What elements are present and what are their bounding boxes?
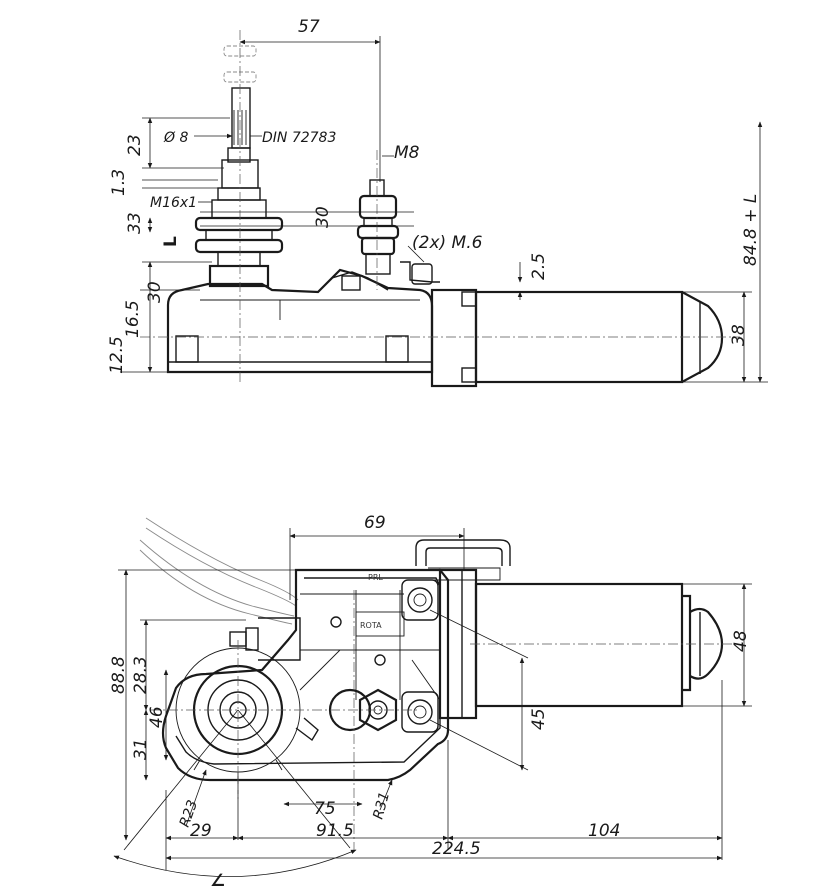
plate-text: ROTA (360, 621, 382, 630)
dim-224-5: 224.5 (432, 839, 481, 859)
dim-33: 33 (125, 212, 145, 234)
dim-2-5: 2.5 (529, 253, 549, 280)
dim-28-3: 28.3 (131, 656, 151, 694)
bracket (400, 261, 440, 285)
gearbox-housing-top: ROTA PRL (161, 568, 450, 782)
dim-23: 23 (125, 134, 145, 156)
dim-75: 75 (314, 799, 336, 819)
stud-hex (295, 688, 398, 742)
dim-38: 38 (729, 324, 749, 346)
bottom-view: ROTA PRL (109, 513, 752, 891)
output-shaft (194, 45, 284, 288)
m8-stud (356, 179, 400, 275)
motor-flange (401, 568, 478, 733)
dim-48: 48 (731, 630, 751, 652)
motor-top (474, 582, 724, 708)
dim-104: 104 (588, 821, 620, 841)
cables (139, 517, 299, 625)
dim-1-3: 1.3 (109, 169, 129, 196)
dim-29: 29 (190, 821, 212, 841)
thread-m8: M8 (394, 143, 420, 163)
dim-46: 46 (147, 706, 167, 728)
din-label: DIN 72783 (262, 130, 336, 146)
dim-30-shaft: 30 (313, 206, 333, 228)
dim-r31: R31 (370, 790, 393, 821)
dim-45: 45 (529, 708, 549, 730)
holes-m6: (2x) M.6 (412, 233, 483, 253)
svg-text:PRL: PRL (368, 573, 383, 582)
thread-m16: M16x1 (150, 195, 197, 211)
angle-symbol: ∠ (210, 871, 225, 891)
dim-31: 31 (131, 738, 151, 760)
dim-91-5: 91.5 (316, 821, 354, 841)
dim-12-5: 12.5 (107, 336, 127, 374)
top-view: 57 Ø 8 DIN 72783 23 1.3 M16x1 33 L 30 16… (107, 17, 768, 388)
wire-clip (415, 539, 511, 581)
dim-88-8: 88.8 (109, 656, 129, 694)
dim-16-5: 16.5 (123, 300, 143, 338)
dim-69: 69 (364, 513, 386, 533)
dim-30-body: 30 (145, 281, 165, 303)
gearbox-housing-side (166, 268, 434, 374)
motor-side (430, 288, 724, 388)
dim-57: 57 (298, 17, 320, 37)
label-l: L (161, 236, 181, 247)
dim-84-8-l: 84.8 + L (741, 194, 761, 266)
dia-8-label: Ø 8 (163, 130, 188, 146)
